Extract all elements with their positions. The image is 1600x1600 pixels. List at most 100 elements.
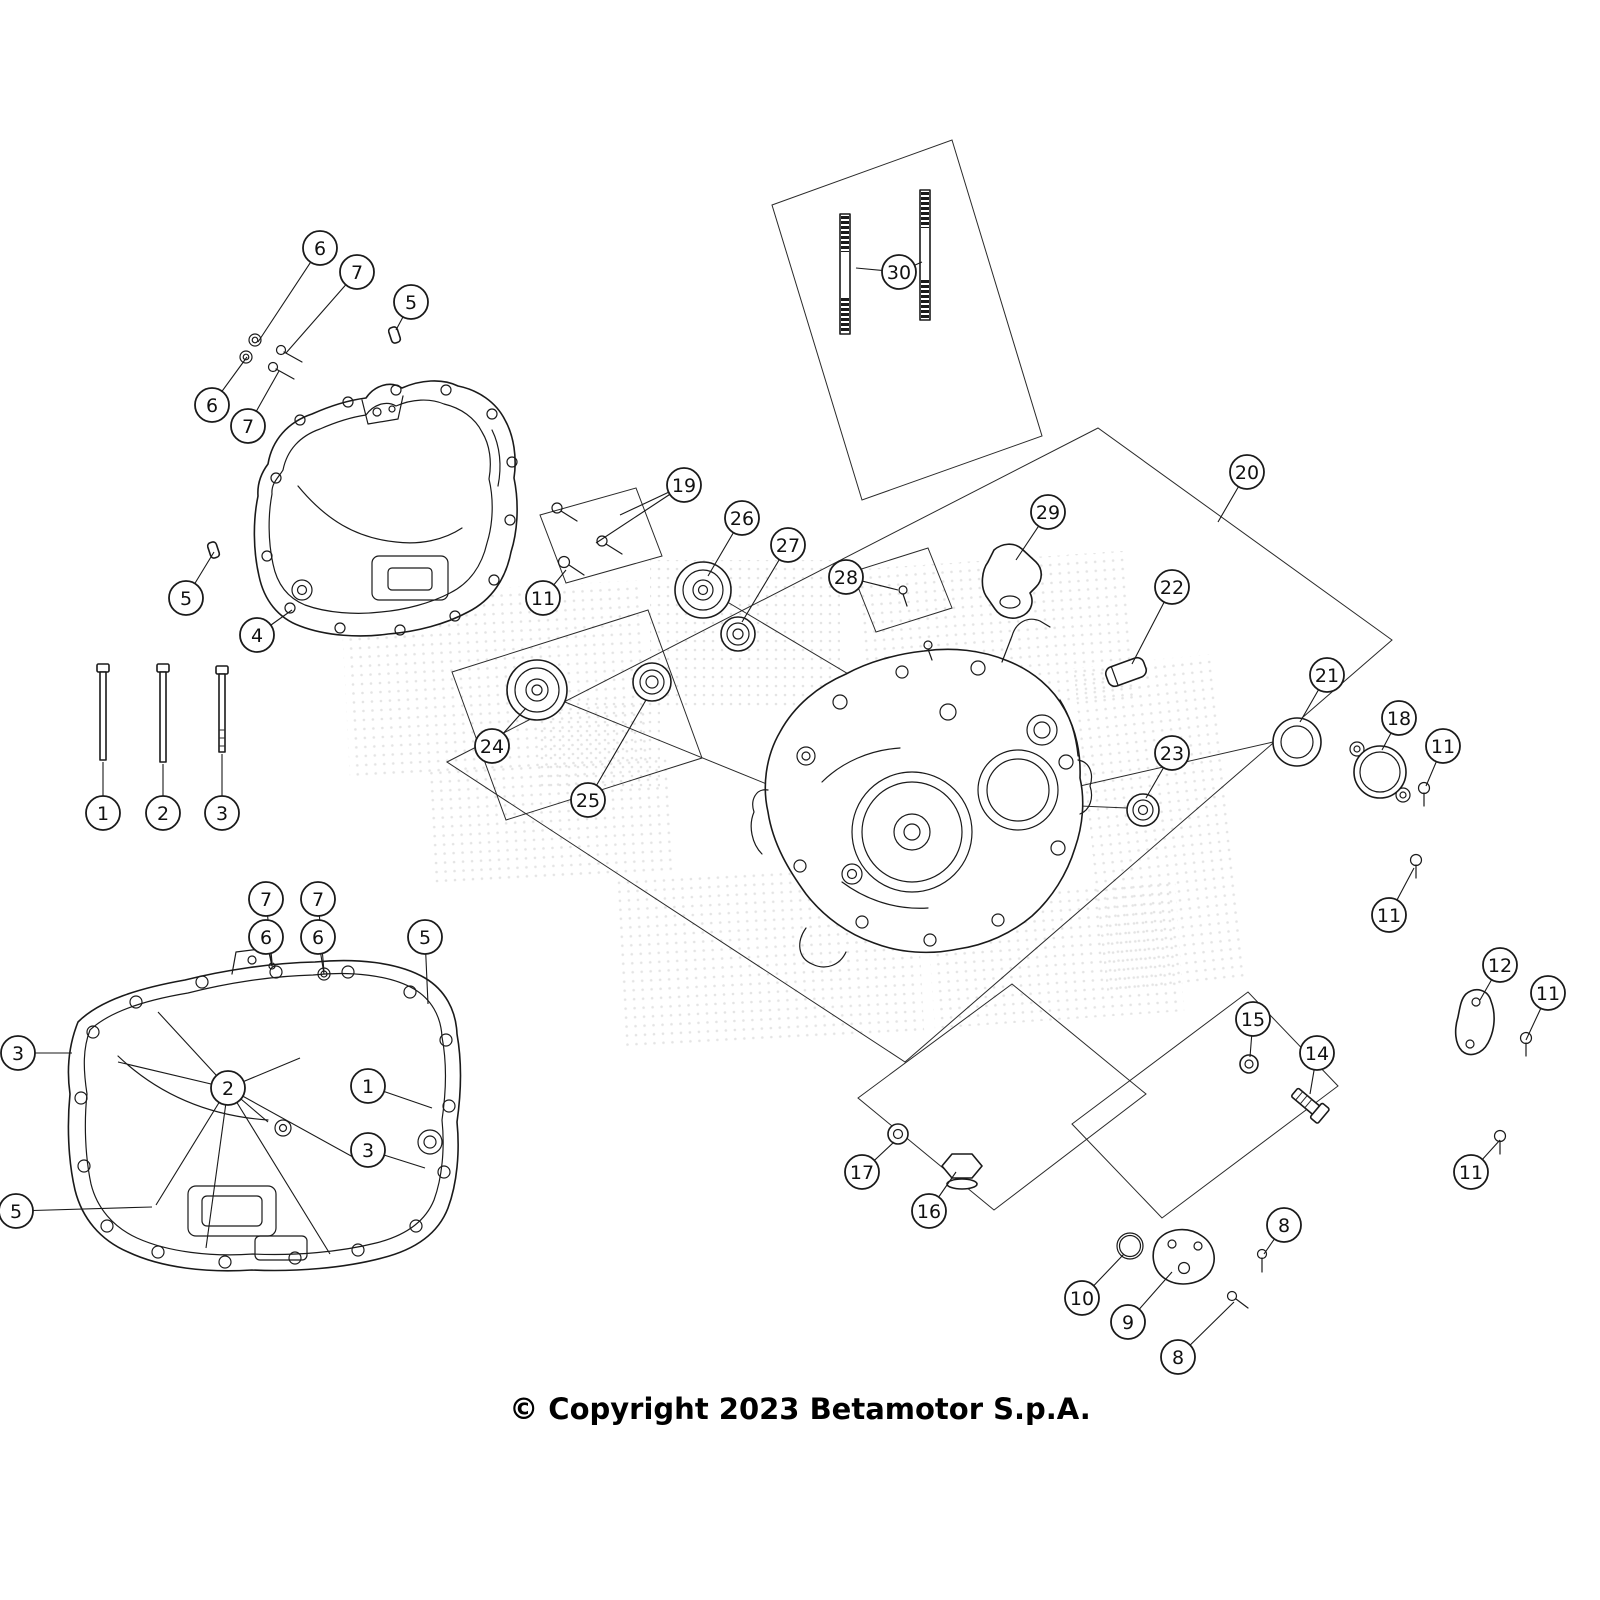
callout-number: 21 [1315,665,1339,687]
callout-number: 11 [531,588,555,610]
callout-number: 17 [850,1162,874,1184]
callout-circle [1482,947,1518,983]
callout-circle [1160,1339,1196,1375]
callout-number: 11 [1377,905,1401,927]
callout-21: 21 [1309,657,1345,693]
callout-11: 11 [1371,897,1407,933]
callout-9: 9 [1110,1304,1146,1340]
callout-16: 16 [911,1193,947,1229]
callout-circle [1371,897,1407,933]
dowel-pin [387,326,402,344]
gasket-bolt-holes [74,962,456,1269]
callout-circle [1309,657,1345,693]
callout-25: 25 [570,782,606,818]
callout-circle [0,1193,34,1229]
callout-circle [724,500,760,536]
callout-18: 18 [1381,700,1417,736]
callout-1: 1 [85,795,121,831]
callout-circle [1425,728,1461,764]
cover-bolts [96,663,229,763]
oil-seal [632,662,672,702]
callout-circle [194,387,230,423]
callout-circle [85,795,121,831]
callout-4: 4 [239,617,275,653]
callout-circle [145,795,181,831]
callout-11: 11 [1530,975,1566,1011]
washer [248,333,262,347]
callout-number: 3 [362,1140,374,1162]
callout-27: 27 [770,527,806,563]
callout-circle [204,795,240,831]
studs-30 [839,189,931,335]
callout-10: 10 [1064,1280,1100,1316]
vent-box-outline [851,547,953,633]
copyright-text: © Copyright 2023 Betamotor S.p.A. [509,1392,1091,1426]
callout-circle [881,254,917,290]
callout-circle [770,527,806,563]
leader-line [155,1087,229,1206]
callout-number: 11 [1431,736,1455,758]
callout-circle [1381,700,1417,736]
callout-5: 5 [393,284,429,320]
bearing [506,659,568,721]
callout-1: 1 [350,1068,386,1104]
callout-7: 7 [300,881,336,917]
plug-22 [1104,656,1148,688]
cover-hardware [206,326,402,559]
callout-circle [525,580,561,616]
leader-line [117,1061,229,1089]
callout-6: 6 [248,919,284,955]
breather-elbow [981,543,1043,619]
o-ring-10 [1116,1232,1144,1260]
bracket-12 [1454,989,1495,1056]
callout-number: 1 [97,803,109,825]
callout-circle [1154,735,1190,771]
callout-5: 5 [0,1193,34,1229]
callout-circle [393,284,429,320]
callout-number: 26 [730,508,754,530]
callout-6: 6 [300,919,336,955]
callout-number: 3 [12,1043,24,1065]
callout-30: 30 [881,254,917,290]
callout-28: 28 [828,559,864,595]
leader-line [257,247,321,343]
washer-15 [1239,1054,1259,1074]
callout-number: 7 [312,889,324,911]
small-bolts-11 [1409,781,1533,1155]
callout-number: 4 [251,625,263,647]
callout-number: 6 [312,927,324,949]
callout-circle [1229,454,1265,490]
callout-number: 2 [157,803,169,825]
callout-number: 6 [206,395,218,417]
seal-21 [1272,717,1322,767]
callout-circle [1064,1280,1100,1316]
callout-23: 23 [1154,735,1190,771]
callout-circle [300,881,336,917]
callout-number: 5 [405,292,417,314]
callout-3: 3 [204,795,240,831]
bolt-box-outline [1071,991,1339,1219]
callout-circle [1110,1304,1146,1340]
pump-cover-9 [1152,1228,1215,1285]
callout-circle [1530,975,1566,1011]
callout-6: 6 [194,387,230,423]
callout-24: 24 [474,728,510,764]
callout-6: 6 [302,230,338,266]
callout-number: 3 [216,803,228,825]
cover-bolt-holes [261,384,518,636]
callout-number: 15 [1241,1009,1265,1031]
callout-20: 20 [1229,454,1265,490]
callout-circle [911,1193,947,1229]
callout-number: 24 [480,736,504,758]
callout-number: 12 [1488,955,1512,977]
clutch-cover-part [253,380,518,637]
callout-circle [570,782,606,818]
callout-number: 8 [1172,1347,1184,1369]
callout-number: 5 [419,927,431,949]
callout-number: 8 [1278,1215,1290,1237]
bolt [557,555,571,569]
callout-circle [248,881,284,917]
